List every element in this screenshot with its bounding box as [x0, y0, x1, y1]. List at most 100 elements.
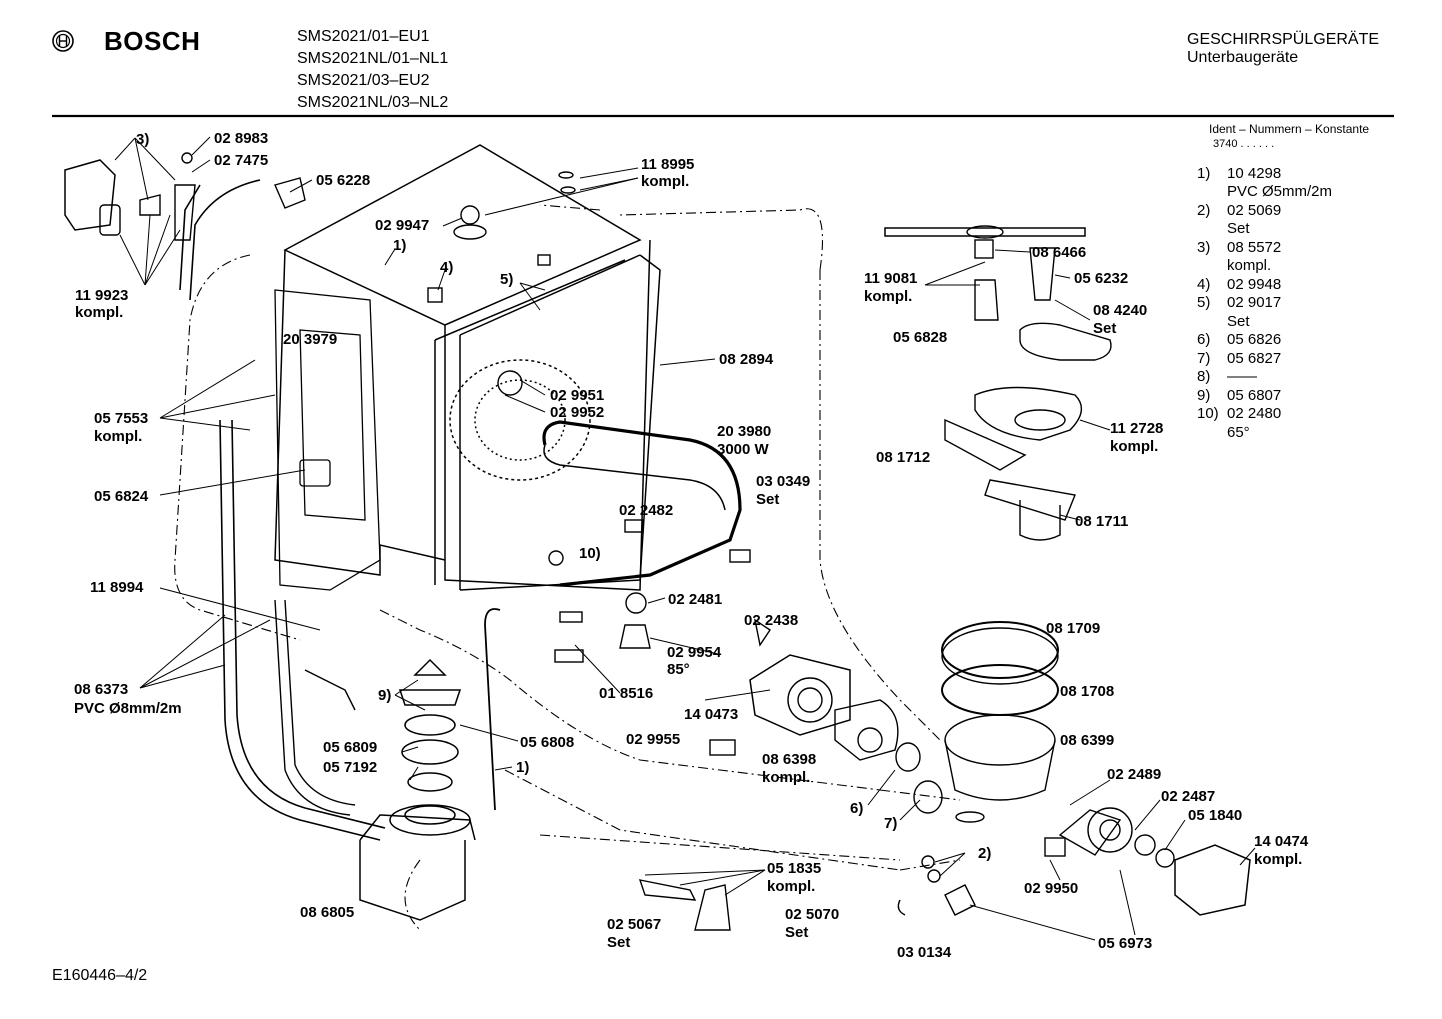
part-label: Set: [756, 491, 780, 508]
legend-num: 2): [1197, 202, 1211, 219]
part-label: 08 1712: [876, 449, 931, 466]
legend-num: 7): [1197, 350, 1211, 367]
legend-val: Set: [1227, 313, 1250, 330]
ident-title: Ident – Nummern – Konstante: [1209, 122, 1370, 136]
part-label: Set: [1093, 320, 1117, 337]
part-label: 05 6824: [94, 488, 149, 505]
part-label: kompl.: [762, 769, 811, 786]
part-label: 08 1709: [1046, 620, 1101, 637]
legend-val: 05 6827: [1227, 350, 1282, 367]
hose-08-6373: [219, 419, 381, 841]
side-panel: [274, 289, 381, 591]
part-label: 05 7192: [323, 759, 378, 776]
legend-val: kompl.: [1227, 257, 1272, 274]
model-3: SMS2021/03–EU2: [297, 72, 430, 89]
leader-lines: [114, 136, 1256, 941]
part-label: 08 6399: [1060, 732, 1115, 749]
legend-val: 02 2480: [1227, 405, 1282, 422]
legend-val: ——: [1227, 368, 1257, 385]
part-label: 02 9954: [667, 644, 722, 661]
part-label: 7): [884, 815, 898, 832]
part-label: 14 0473: [684, 706, 739, 723]
part-label: 02 5070: [785, 906, 840, 923]
part-label: 01 8516: [599, 685, 654, 702]
part-label: 02 8983: [214, 130, 269, 147]
part-label: 05 1835: [767, 860, 822, 877]
legend-num: 4): [1197, 276, 1211, 293]
legend-val: 02 9948: [1227, 276, 1282, 293]
bosch-logo-icon: [52, 30, 74, 52]
legend-val: 65°: [1227, 424, 1250, 441]
legend-num: 3): [1197, 239, 1211, 256]
legend-num: 9): [1197, 387, 1211, 404]
legend-val: PVC Ø5mm/2m: [1227, 183, 1333, 200]
part-label: 05 6809: [323, 739, 378, 756]
category-title: GESCHIRRSPÜLGERÄTE: [1187, 31, 1380, 48]
part-label: 05 6973: [1098, 935, 1153, 952]
part-label: 03 0134: [897, 944, 952, 961]
part-label: 85°: [667, 661, 690, 678]
legend-num: 8): [1197, 368, 1211, 385]
part-label: kompl.: [641, 173, 690, 190]
part-label: 9): [378, 687, 392, 704]
part-label: 11 9923: [75, 287, 129, 304]
legend-val: Set: [1227, 220, 1250, 237]
part-label: 11 8995: [641, 156, 695, 173]
inlet-valve: [64, 159, 196, 241]
part-label: 1): [516, 759, 530, 776]
legend-val: 08 5572: [1227, 239, 1282, 256]
part-label: 02 9951: [550, 387, 605, 404]
part-label: 02 9955: [626, 731, 681, 748]
part-label: 1): [393, 237, 407, 254]
part-label: 05 6808: [520, 734, 575, 751]
legend-num: 1): [1197, 165, 1211, 182]
brand-name: BOSCH: [104, 26, 201, 56]
model-1: SMS2021/01–EU1: [297, 28, 430, 45]
legend-val: 05 6807: [1227, 387, 1282, 404]
part-label: 08 2894: [719, 351, 774, 368]
part-label: kompl.: [864, 288, 913, 305]
part-label: 02 2438: [744, 612, 799, 629]
part-label: 08 6805: [300, 904, 355, 921]
part-label: 02 2487: [1161, 788, 1216, 805]
part-label: 10): [579, 545, 601, 562]
part-label: 05 1840: [1188, 807, 1243, 824]
part-label: 02 2482: [619, 502, 674, 519]
heater-element: [542, 420, 742, 587]
part-label: 14 0474: [1254, 833, 1309, 850]
circulation-pump: [749, 654, 899, 761]
part-label: 02 5067: [607, 916, 662, 933]
part-label: 2): [978, 845, 992, 862]
drawing-code: E160446–4/2: [52, 967, 148, 984]
part-label: 11 9081: [864, 270, 918, 287]
part-label: 02 2489: [1107, 766, 1162, 783]
legend-val: 02 9017: [1227, 294, 1282, 311]
part-label: kompl.: [1110, 438, 1159, 455]
part-label: PVC Ø8mm/2m: [74, 700, 182, 717]
part-label: kompl.: [767, 878, 816, 895]
part-label: 6): [850, 800, 864, 817]
part-label: Set: [785, 924, 809, 941]
model-2: SMS2021NL/01–NL1: [297, 50, 449, 67]
legend-num: 6): [1197, 331, 1211, 348]
sump-rings: [941, 621, 1059, 801]
part-label: 05 7553: [94, 410, 149, 427]
part-label: 08 4240: [1093, 302, 1148, 319]
tub-frame: [274, 144, 661, 591]
part-label: 05 6828: [893, 329, 948, 346]
part-label: 05 6228: [316, 172, 371, 189]
filter-assembly: [944, 386, 1083, 541]
part-label: 4): [440, 259, 454, 276]
part-label: 11 8994: [90, 579, 144, 596]
part-label: 20 3979: [283, 331, 338, 348]
legend-num: 10): [1197, 405, 1219, 422]
legend-val: 05 6826: [1227, 331, 1282, 348]
part-label: 11 2728: [1110, 420, 1164, 437]
part-label: 08 1708: [1060, 683, 1115, 700]
part-label: 02 2481: [668, 591, 723, 608]
part-label: 08 1711: [1075, 513, 1129, 530]
upper-spray-arm: [884, 225, 1112, 361]
drain-pump: [1058, 807, 1251, 916]
category-subtitle: Unterbaugeräte: [1187, 49, 1299, 66]
